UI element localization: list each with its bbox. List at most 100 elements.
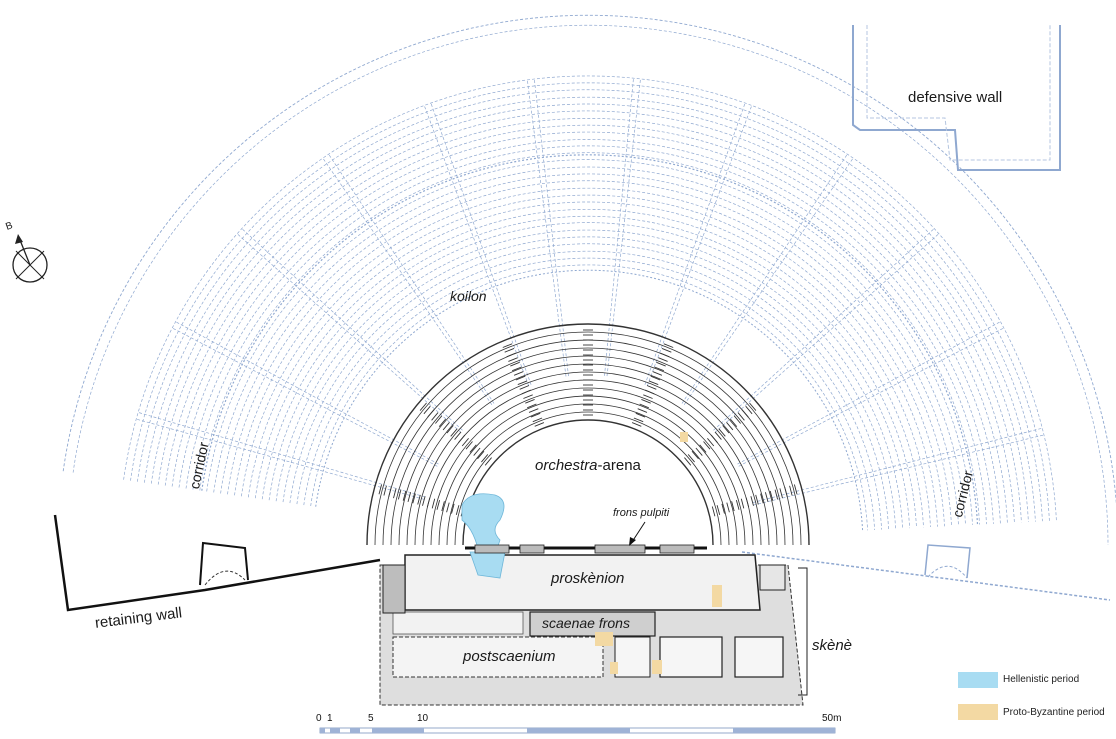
inner-stair-step xyxy=(718,428,726,437)
inner-stair-step xyxy=(436,499,441,510)
outer-seat-row xyxy=(137,89,1043,522)
corridor-right-entrance xyxy=(924,544,971,579)
room-right-a xyxy=(659,636,723,678)
inner-stair-step xyxy=(710,434,718,444)
outer-seat-row xyxy=(199,152,980,525)
outer-seat-row xyxy=(185,139,994,524)
inner-stair-step xyxy=(465,441,473,450)
outer-stair-line xyxy=(526,78,567,377)
inner-stair-step xyxy=(631,422,642,427)
inner-stair-step xyxy=(699,444,707,453)
scale-tick-5: 5 xyxy=(368,713,374,724)
inner-stair-step xyxy=(502,343,513,348)
outer-stair-line xyxy=(533,78,569,377)
inner-stair-step xyxy=(517,380,528,386)
inner-stair-step xyxy=(764,492,769,503)
inner-seat-row xyxy=(438,395,738,546)
koilon-label: koilon xyxy=(450,288,487,304)
outer-stair-line xyxy=(137,411,425,498)
inner-stair-step xyxy=(755,494,759,505)
postscaenium-left-block xyxy=(392,611,524,635)
inner-stair-step xyxy=(481,454,489,463)
stage-room-mid xyxy=(614,636,651,678)
room-right-b xyxy=(734,636,784,678)
inner-stair-step xyxy=(512,366,522,372)
inner-stair-step xyxy=(525,398,535,404)
outer-boundary-arc xyxy=(72,24,1109,546)
outer-seat-row xyxy=(275,229,903,529)
scaenae-frons-label: scaenae frons xyxy=(542,615,630,631)
inner-stair-step xyxy=(484,457,492,466)
inner-stair-step xyxy=(383,485,387,496)
inner-stair-step xyxy=(793,484,798,495)
proto-byzantine-patch xyxy=(680,432,688,442)
inner-stair-step xyxy=(450,428,458,437)
inner-stair-step xyxy=(446,502,450,513)
inner-stair-step xyxy=(656,361,666,367)
inner-stair-step xyxy=(407,492,412,503)
inner-stair-step xyxy=(779,488,783,499)
inner-seat-row xyxy=(446,403,730,546)
legend-label-hellenistic: Hellenistic period xyxy=(1003,674,1080,685)
outer-seat-row xyxy=(282,236,896,529)
frons-pulpiti-arrowhead xyxy=(629,537,636,546)
outer-stair-line xyxy=(430,102,532,385)
inner-stair-step xyxy=(431,412,439,421)
defensive-wall-label: defensive wall xyxy=(908,89,1003,106)
scale-tick-1: 1 xyxy=(327,713,333,724)
outer-seat-row xyxy=(254,209,924,528)
outer-stair-line xyxy=(737,320,1002,465)
outer-seat-row xyxy=(296,250,882,530)
inner-stair-step xyxy=(784,486,788,497)
scaenae-frons-wall xyxy=(529,611,656,637)
inner-stair-step xyxy=(423,405,431,415)
outer-stair-line xyxy=(171,327,438,467)
outer-stair-line xyxy=(327,153,495,404)
orchestra-label-italic: orchestra xyxy=(535,457,598,474)
outer-stair-line xyxy=(423,104,530,386)
outer-stair-line xyxy=(683,157,854,405)
inner-stair-step xyxy=(455,505,460,516)
inner-stair-step xyxy=(419,402,427,411)
outer-stair-line xyxy=(174,320,439,465)
inner-stair-step xyxy=(641,398,651,404)
inner-stair-step xyxy=(658,357,668,362)
inner-seat-row xyxy=(462,419,714,546)
inner-stair-step xyxy=(695,447,703,456)
inner-stair-step xyxy=(716,505,721,516)
scale-tick-0: 0 xyxy=(316,713,322,724)
outer-seat-row xyxy=(171,124,1008,524)
frons-pulpiti-arrow xyxy=(631,521,646,543)
orchestra-label: orchestra-arena xyxy=(535,457,641,474)
inner-stair-step xyxy=(441,501,445,512)
defensive-wall xyxy=(852,25,1061,171)
outer-seat-row xyxy=(303,257,875,531)
inner-stair-step xyxy=(521,389,531,395)
outer-seat-row xyxy=(247,201,931,528)
outer-seat-row xyxy=(268,222,910,529)
inner-stair-step xyxy=(532,417,543,423)
outer-seat-row xyxy=(123,75,1057,521)
outer-seat-row xyxy=(178,131,1001,524)
frons-pulpiti-niches xyxy=(474,544,695,554)
inner-stair-step xyxy=(645,389,655,395)
corridor-left-entrance xyxy=(199,541,249,586)
inner-stair-step xyxy=(527,403,537,409)
inner-stair-step xyxy=(735,499,740,510)
inner-stair-step xyxy=(442,422,450,431)
outer-seat-row xyxy=(227,180,952,526)
outer-stair-line xyxy=(644,102,746,385)
inner-stair-step xyxy=(741,409,749,418)
inner-stair-step xyxy=(530,412,541,418)
inner-stair-step xyxy=(477,450,485,460)
inner-stair-step xyxy=(473,447,481,456)
outer-seat-row xyxy=(150,103,1029,522)
inner-stair-step xyxy=(745,497,750,508)
outer-stair-line xyxy=(646,104,753,386)
orchestra-label-suffix: -arena xyxy=(597,457,641,474)
postscaenium-hall xyxy=(392,636,604,678)
inner-stair-step xyxy=(469,444,477,453)
inner-stair-step xyxy=(737,412,745,421)
inner-stair-step xyxy=(639,403,649,409)
